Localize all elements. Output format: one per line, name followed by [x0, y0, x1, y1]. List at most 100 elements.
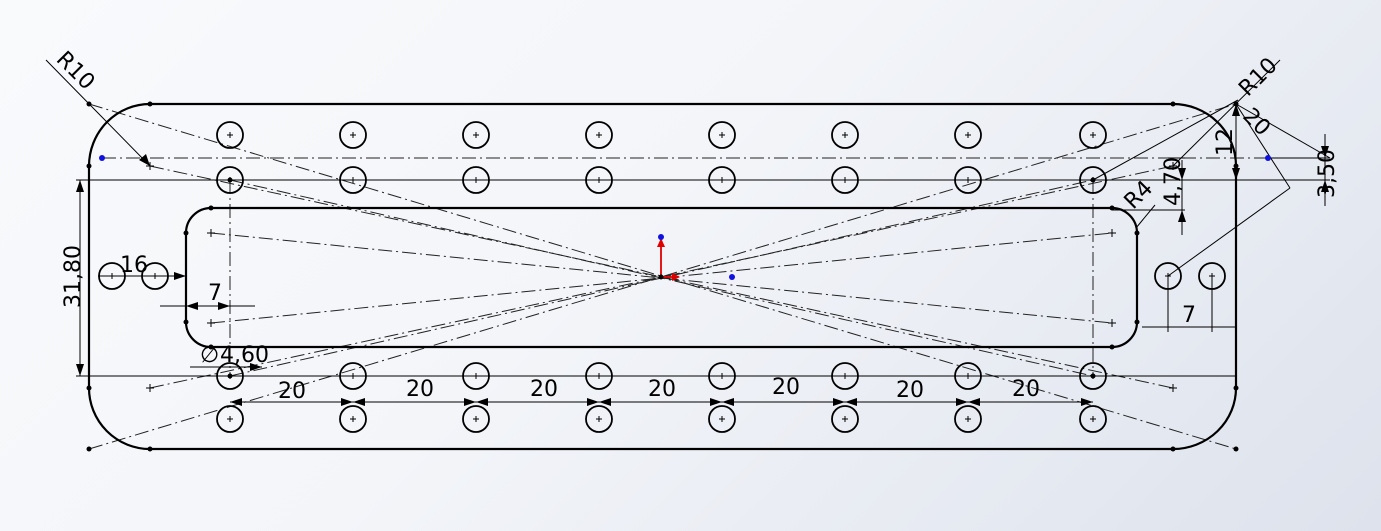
dim-label-16[interactable]: 16 — [120, 253, 148, 278]
hole[interactable] — [954, 121, 982, 149]
hole-circle[interactable] — [216, 362, 244, 390]
slot-arc-top-right[interactable] — [1111, 206, 1139, 234]
hole-circle[interactable] — [339, 405, 367, 433]
construction-diagonal-2 — [88, 103, 1237, 450]
hole[interactable] — [831, 362, 859, 390]
hole-circle[interactable] — [462, 166, 490, 194]
hole-circle[interactable] — [1079, 166, 1107, 194]
hole-circle[interactable] — [462, 362, 490, 390]
hole[interactable] — [585, 166, 613, 194]
hole-circle[interactable] — [1079, 362, 1107, 390]
dim-label-20-corner[interactable]: 20 — [1237, 104, 1274, 141]
hole[interactable] — [585, 362, 613, 390]
hole[interactable] — [339, 166, 367, 194]
hole-circle[interactable] — [954, 405, 982, 433]
hole[interactable] — [585, 405, 613, 433]
hole-circle[interactable] — [708, 166, 736, 194]
hole-circle[interactable] — [585, 166, 613, 194]
hole[interactable] — [831, 405, 859, 433]
hole-circle[interactable] — [831, 121, 859, 149]
dim-arrow — [1321, 180, 1329, 192]
hole-circle[interactable] — [216, 121, 244, 149]
hole-circle[interactable] — [339, 166, 367, 194]
dim-label-31-80[interactable]: 31,80 — [61, 245, 86, 308]
dim-label-pitch[interactable]: 20 — [772, 375, 800, 400]
hole-circle[interactable] — [585, 121, 613, 149]
sketch-point — [86, 385, 92, 391]
hole-circle[interactable] — [216, 166, 244, 194]
hole-circle[interactable] — [708, 121, 736, 149]
hole-circle[interactable] — [1079, 121, 1107, 149]
hole[interactable] — [462, 405, 490, 433]
dim-label-diameter[interactable]: 4,60 — [220, 343, 269, 368]
hole[interactable] — [216, 121, 244, 149]
slot-arc-bottom-right[interactable] — [1111, 321, 1139, 349]
hole-circle[interactable] — [462, 121, 490, 149]
dim-label-r10-left[interactable]: R10 — [51, 47, 99, 95]
dim-label-pitch[interactable]: 20 — [648, 377, 676, 402]
hole[interactable] — [339, 405, 367, 433]
hole[interactable] — [708, 405, 736, 433]
hole-circle[interactable] — [339, 362, 367, 390]
dim-label-7-right[interactable]: 7 — [1182, 303, 1196, 328]
hole[interactable] — [708, 362, 736, 390]
hole[interactable] — [339, 362, 367, 390]
hole[interactable] — [462, 362, 490, 390]
hole[interactable] — [1079, 121, 1107, 149]
hole[interactable] — [339, 121, 367, 149]
hole-circle[interactable] — [954, 166, 982, 194]
hole[interactable] — [708, 166, 736, 194]
dim-label-12[interactable]: 12 — [1213, 128, 1238, 156]
sketch-point — [1090, 177, 1096, 183]
dim-label-pitch[interactable]: 20 — [896, 378, 924, 403]
dim-label-pitch[interactable]: 20 — [406, 377, 434, 402]
dim-arrow — [1232, 104, 1240, 116]
hole[interactable] — [216, 405, 244, 433]
hole-circle[interactable] — [708, 362, 736, 390]
dimension-labels[interactable]: R10 R10 R4 20 12 3,50 4,70 31,80 16 7 7 … — [51, 47, 1340, 404]
sketch-origin[interactable] — [657, 234, 735, 281]
hole[interactable] — [585, 121, 613, 149]
hole-circle[interactable] — [1079, 405, 1107, 433]
sketch-point — [1233, 385, 1239, 391]
dim-label-7-left[interactable]: 7 — [208, 281, 222, 306]
hole-circle[interactable] — [462, 405, 490, 433]
hole[interactable] — [1079, 405, 1107, 433]
hole-circle[interactable] — [216, 405, 244, 433]
hole-circle[interactable] — [831, 362, 859, 390]
hole-pattern[interactable] — [98, 121, 1226, 433]
hole-circle[interactable] — [831, 405, 859, 433]
sketch-point — [99, 155, 105, 161]
dim-label-pitch[interactable]: 20 — [278, 379, 306, 404]
dim-label-r10-right[interactable]: R10 — [1234, 53, 1282, 101]
dim-label-pitch[interactable]: 20 — [530, 377, 558, 402]
hole-circle[interactable] — [954, 362, 982, 390]
hole[interactable] — [954, 362, 982, 390]
hole[interactable] — [462, 166, 490, 194]
hole[interactable] — [708, 121, 736, 149]
hole[interactable] — [462, 121, 490, 149]
dim-label-pitch[interactable]: 20 — [1012, 377, 1040, 402]
hole-circle[interactable] — [585, 362, 613, 390]
sketch-point — [1090, 373, 1096, 379]
hole[interactable] — [831, 166, 859, 194]
hole[interactable] — [831, 121, 859, 149]
dim-label-3-50[interactable]: 3,50 — [1315, 149, 1340, 198]
hole-circle[interactable] — [954, 121, 982, 149]
hole[interactable] — [954, 166, 982, 194]
hole-circle[interactable] — [831, 166, 859, 194]
slot-arc-bottom-left[interactable] — [184, 321, 212, 349]
hole-circle[interactable] — [708, 405, 736, 433]
inner-slot[interactable] — [184, 206, 1139, 349]
hole-circle[interactable] — [339, 121, 367, 149]
outer-arc-bottom-left[interactable] — [87, 387, 151, 451]
dim-arrow — [76, 180, 84, 192]
outer-arc-bottom-right[interactable] — [1172, 387, 1238, 451]
sketch-point — [1233, 446, 1239, 452]
hole-circle[interactable] — [585, 405, 613, 433]
hole[interactable] — [954, 405, 982, 433]
dim-label-4-70[interactable]: 4,70 — [1161, 157, 1186, 206]
slot-arc-top-left[interactable] — [184, 206, 212, 234]
dim-arrow — [587, 398, 599, 406]
